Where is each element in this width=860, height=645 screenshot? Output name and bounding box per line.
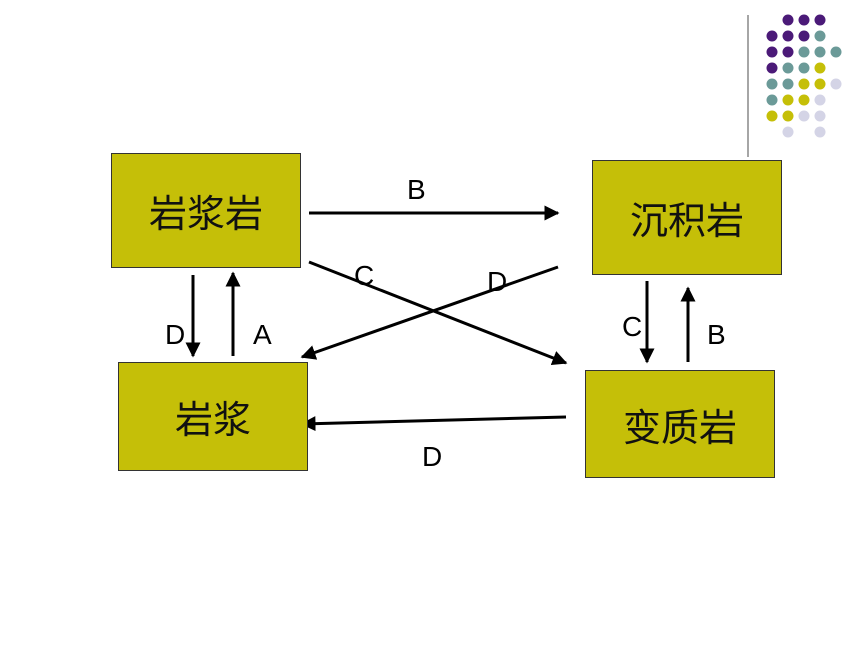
decorative-dot	[766, 62, 778, 74]
decorative-dot	[814, 126, 826, 138]
decorative-dot	[814, 94, 826, 106]
decorative-dot	[798, 110, 810, 122]
node-metamorphic-rock: 变质岩	[585, 370, 775, 478]
decorative-dot	[798, 62, 810, 74]
decorative-dot	[830, 46, 842, 58]
decorative-dot	[830, 78, 842, 90]
decorative-dot	[766, 110, 778, 122]
decorative-dot	[782, 126, 794, 138]
decorative-dot-pattern	[766, 14, 842, 138]
decorative-dot	[814, 14, 826, 26]
decorative-dot	[782, 30, 794, 42]
decorative-dot	[782, 46, 794, 58]
arrow-sedimentary-to-magma	[300, 265, 559, 360]
decorative-dot	[782, 94, 794, 106]
arrow-metamorphic-to-magma	[300, 415, 567, 432]
decorative-dot	[766, 46, 778, 58]
decorative-dot	[782, 78, 794, 90]
decorative-dot	[782, 14, 794, 26]
label-metamorphic-to-sedimentary: B	[707, 319, 726, 350]
decorative-dot	[766, 30, 778, 42]
decorative-dot	[798, 30, 810, 42]
label-igneous-to-sedimentary: B	[407, 174, 426, 205]
label-metamorphic-to-magma: D	[422, 441, 443, 472]
decorative-dot	[782, 62, 794, 74]
decorative-dot	[814, 30, 826, 42]
decorative-dot	[782, 110, 794, 122]
node-magma: 岩浆	[118, 362, 308, 471]
node-igneous-rock: 岩浆岩	[111, 153, 301, 268]
decorative-dot	[766, 94, 778, 106]
decorative-dot	[798, 46, 810, 58]
decorative-dot	[766, 78, 778, 90]
decorative-dot	[798, 78, 810, 90]
decorative-dot	[814, 78, 826, 90]
label-sedimentary-to-magma: D	[487, 266, 508, 297]
label-sedimentary-to-metamorphic: C	[622, 311, 643, 342]
label-magma-to-igneous: A	[253, 319, 272, 350]
decorative-dot	[798, 94, 810, 106]
node-sedimentary-rock: 沉积岩	[592, 160, 782, 275]
arrow-igneous-to-metamorphic	[308, 260, 568, 366]
decorative-dot	[814, 46, 826, 58]
decorative-dot	[814, 62, 826, 74]
label-igneous-to-magma: D	[165, 319, 186, 350]
label-igneous-to-metamorphic: C	[354, 260, 375, 291]
decorative-dot	[798, 14, 810, 26]
decorative-dot	[814, 110, 826, 122]
